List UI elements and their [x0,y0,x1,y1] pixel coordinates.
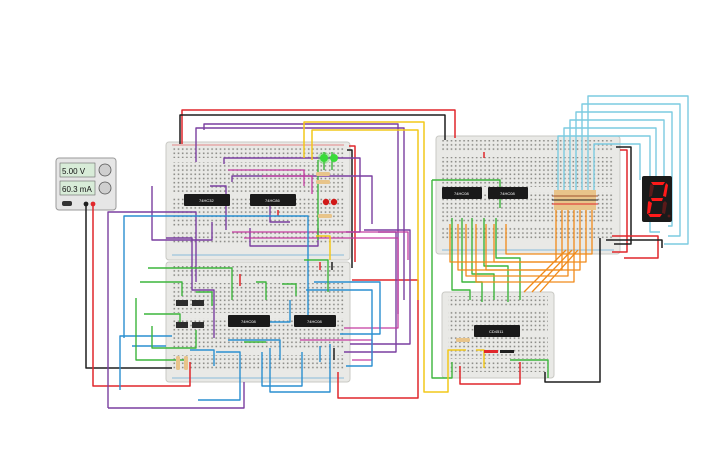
led-red-2[interactable] [330,198,338,206]
chip-u3[interactable]: 74HC08 [228,315,270,327]
segment-b [663,183,668,197]
chip-u1-label: 74HC32 [199,198,214,203]
power-supply[interactable]: 5.00 V 60.3 mA [55,157,117,211]
wires-orange[interactable] [449,206,593,293]
seven-segment-display[interactable] [642,176,672,222]
chip-u7-label: CD4511 [489,329,504,334]
chip-u4-label: 74HC08 [307,319,322,324]
resistors-left [176,172,514,370]
current-display [59,180,96,196]
power-switch[interactable] [62,201,72,206]
chip-u1[interactable]: 74HC32 [184,194,230,206]
voltage-knob[interactable] [98,163,112,177]
segment-d [648,214,662,217]
segment-dp [667,214,671,218]
resistor-array [552,190,598,210]
wires-blue[interactable] [119,215,381,401]
segment-f [649,184,654,197]
chip-u2[interactable]: 74HC86 [250,194,296,206]
chip-u6[interactable]: 74HC08 [488,187,528,199]
chip-u4[interactable]: 74HC08 [294,315,336,327]
led-green-1[interactable] [318,152,330,164]
voltage-display [59,162,96,178]
wires-cyan[interactable] [557,95,689,245]
chip-u5[interactable]: 74HC08 [442,187,482,199]
push-buttons[interactable] [176,300,204,328]
voltage-readout: 5.00 V [62,167,86,176]
led-green-2[interactable] [330,154,338,162]
chip-u5-label: 74HC08 [454,191,469,196]
segment-c [662,201,667,214]
segment-g [651,198,663,201]
chip-u2-label: 74HC86 [265,198,280,203]
chip-u7[interactable]: CD4511 [474,325,520,337]
led-red-1[interactable] [322,198,330,206]
current-readout: 60.3 mA [62,185,92,194]
segment-a [651,182,665,185]
segment-e [647,201,652,214]
current-knob[interactable] [98,181,112,195]
chip-u6-label: 74HC08 [500,191,515,196]
chip-u3-label: 74HC08 [241,319,256,324]
